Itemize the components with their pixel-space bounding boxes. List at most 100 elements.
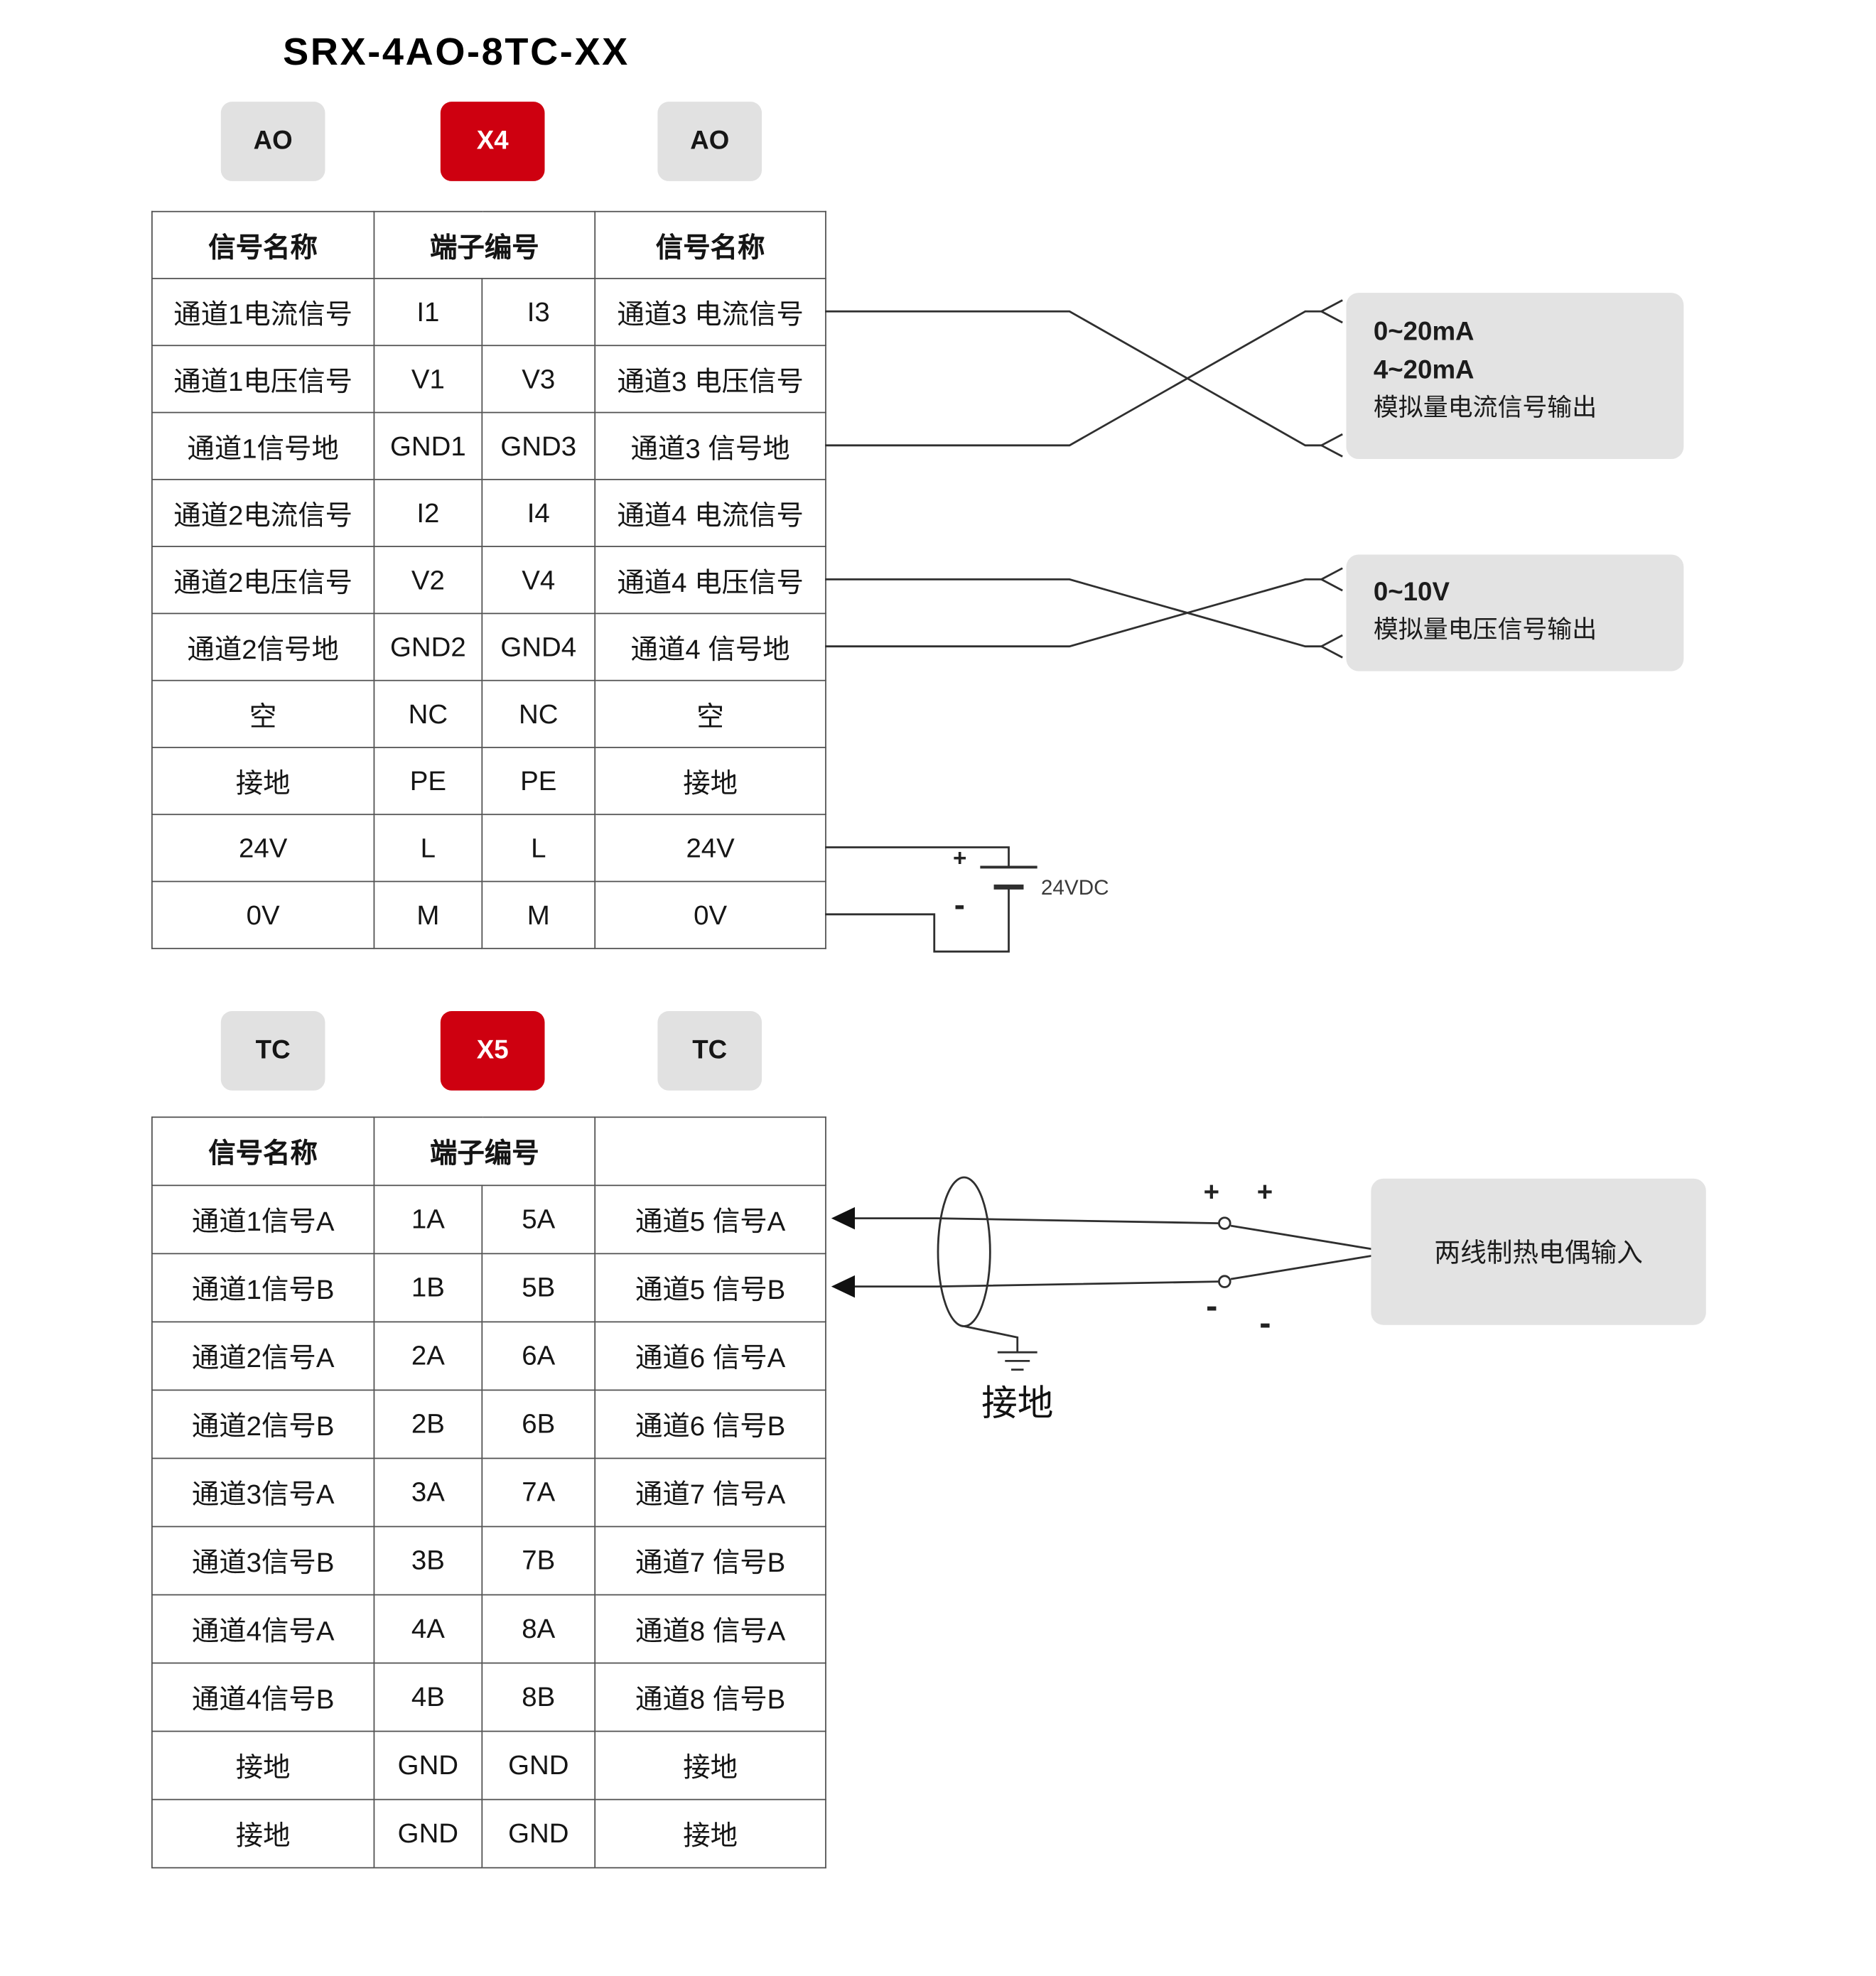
table-row: 通道4信号B 4B 8B 通道8 信号B [151, 1662, 826, 1732]
wire-end-chevron-icon [1320, 567, 1343, 592]
table-cell: M [481, 880, 596, 949]
table-header-row: 信号名称 端子编号 [151, 1116, 826, 1187]
table-row: 通道1信号A 1A 5A 通道5 信号A [151, 1184, 826, 1255]
wire [1230, 1224, 1374, 1251]
table-cell: 8A [481, 1594, 596, 1664]
thermocouple-input-note: 两线制热电偶输入 [1371, 1178, 1706, 1325]
table-cell: 接地 [594, 1798, 826, 1869]
column-header: 信号名称 [594, 210, 826, 279]
table-cell: 5A [481, 1184, 596, 1255]
table-cell: 空 [594, 679, 826, 748]
table-cell: 通道4 信号地 [594, 612, 826, 681]
current-output-desc: 模拟量电流信号输出 [1373, 394, 1597, 422]
wire [825, 846, 1010, 868]
wire-end-chevron-icon [1320, 634, 1343, 659]
table-row: 通道2信号B 2B 6B 通道6 信号B [151, 1389, 826, 1459]
polarity-plus-sign: + [1257, 1177, 1273, 1207]
table-cell: 通道1电流信号 [151, 278, 375, 347]
thermocouple-input-wires: + + - - [831, 1176, 1374, 1343]
table-cell: 接地 [151, 1798, 375, 1869]
table-cell: 6A [481, 1321, 596, 1391]
wire-end-chevron-icon [1320, 433, 1343, 458]
wire-end-chevron-icon [1320, 299, 1343, 324]
table-cell: 空 [151, 679, 375, 748]
table-cell: 通道5 信号A [594, 1184, 826, 1255]
table-row: 通道1电流信号 I1 I3 通道3 电流信号 [151, 278, 826, 347]
table-cell: 通道1信号B [151, 1253, 375, 1323]
table-cell: 2B [373, 1389, 483, 1459]
table-cell: 8B [481, 1662, 596, 1732]
voltage-output-desc: 模拟量电压信号输出 [1373, 616, 1597, 644]
table-cell: 7A [481, 1457, 596, 1528]
table-row: 接地 GND GND 接地 [151, 1730, 826, 1800]
column-header [594, 1116, 826, 1187]
table-cell: 接地 [151, 747, 375, 816]
table-cell: 通道6 信号B [594, 1389, 826, 1459]
table-cell: 通道2信号A [151, 1321, 375, 1391]
table-cell: L [481, 814, 596, 882]
table-cell: GND [481, 1730, 596, 1800]
table-cell: 通道3 电流信号 [594, 278, 826, 347]
table-cell: 通道4信号B [151, 1662, 375, 1732]
ground-label: 接地 [981, 1384, 1054, 1425]
voltage-range: 0~10V [1373, 578, 1450, 607]
table-row: 通道4信号A 4A 8A 通道8 信号A [151, 1594, 826, 1664]
table-cell: L [373, 814, 483, 882]
table-cell: GND4 [481, 612, 596, 681]
table-cell: 通道7 信号A [594, 1457, 826, 1528]
wire [855, 1280, 1220, 1288]
table-cell: 通道1信号地 [151, 411, 375, 480]
terminal-circle-icon [1218, 1216, 1231, 1230]
table-cell: 通道3 信号地 [594, 411, 826, 480]
table-row: 空 NC NC 空 [151, 679, 826, 748]
table-cell: GND [373, 1730, 483, 1800]
table-cell: 接地 [594, 1730, 826, 1800]
table-cell: GND2 [373, 612, 483, 681]
badge-connector-x4: X4 [440, 102, 545, 181]
table-header-row: 信号名称 端子编号 信号名称 [151, 210, 826, 279]
table-cell: NC [481, 679, 596, 748]
ao-terminal-table: 信号名称 端子编号 信号名称 通道1电流信号 I1 I3 通道3 电流信号 通道… [151, 210, 826, 949]
table-cell: 0V [151, 880, 375, 949]
column-header: 信号名称 [151, 1116, 375, 1187]
table-row: 通道2信号A 2A 6A 通道6 信号A [151, 1321, 826, 1391]
wire [855, 1217, 1220, 1224]
table-cell: 接地 [594, 747, 826, 816]
table-cell: V2 [373, 546, 483, 615]
table-row: 通道1电压信号 V1 V3 通道3 电压信号 [151, 345, 826, 414]
table-cell: 5B [481, 1253, 596, 1323]
table-cell: 3A [373, 1457, 483, 1528]
tc-terminal-table: 信号名称 端子编号 通道1信号A 1A 5A 通道5 信号A 通道1信号B 1B… [151, 1116, 826, 1869]
table-cell: 0V [594, 880, 826, 949]
table-row: 通道3信号B 3B 7B 通道7 信号B [151, 1526, 826, 1596]
battery-minus-sign: - [954, 887, 965, 923]
polarity-minus-sign: - [1206, 1287, 1217, 1325]
table-row: 接地 GND GND 接地 [151, 1798, 826, 1869]
table-cell: PE [481, 747, 596, 816]
wire [825, 310, 1322, 447]
table-row: 通道1信号地 GND1 GND3 通道3 信号地 [151, 411, 826, 480]
table-cell: 24V [594, 814, 826, 882]
table-cell: 通道1信号A [151, 1184, 375, 1255]
table-cell: 通道1电压信号 [151, 345, 375, 414]
table-row: 通道2信号地 GND2 GND4 通道4 信号地 [151, 612, 826, 681]
table-row: 通道2电压信号 V2 V4 通道4 电压信号 [151, 546, 826, 615]
badge-connector-x5: X5 [440, 1011, 545, 1091]
polarity-plus-sign: + [1204, 1177, 1219, 1207]
current-output-note: 0~20mA 4~20mA 模拟量电流信号输出 [1346, 293, 1684, 460]
table-cell: 通道3 电压信号 [594, 345, 826, 414]
table-cell: 通道5 信号B [594, 1253, 826, 1323]
left-arrowhead-icon [831, 1275, 856, 1298]
wire [825, 578, 1322, 648]
table-cell: 通道6 信号A [594, 1321, 826, 1391]
table-cell: 通道2信号B [151, 1389, 375, 1459]
battery-voltage-label: 24VDC [1041, 876, 1109, 900]
table-cell: I1 [373, 278, 483, 347]
table-cell: I3 [481, 278, 596, 347]
table-cell: 2A [373, 1321, 483, 1391]
table-cell: 1A [373, 1184, 483, 1255]
polarity-minus-sign: - [1259, 1305, 1271, 1343]
table-cell: 接地 [151, 1730, 375, 1800]
table-row: 0V M M 0V [151, 880, 826, 949]
